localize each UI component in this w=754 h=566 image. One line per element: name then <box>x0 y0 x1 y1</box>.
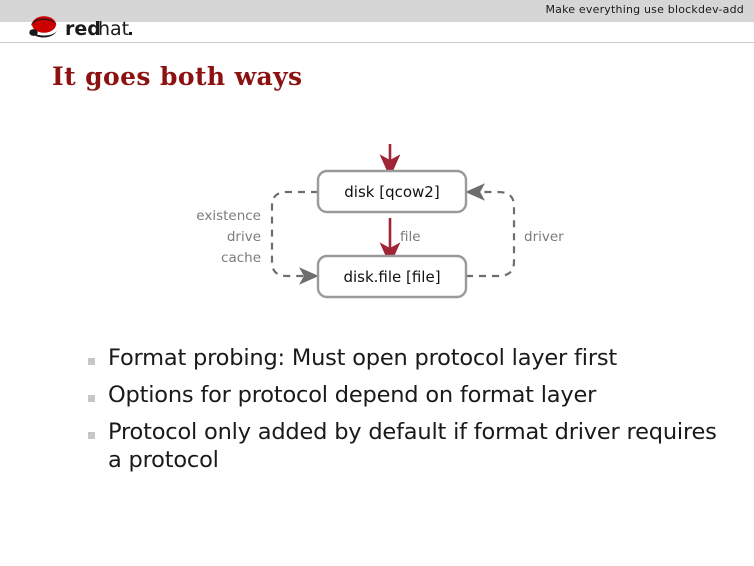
block-layer-diagram: disk [qcow2] disk.file [file] file exist… <box>0 130 754 330</box>
bullet-square-icon <box>88 358 95 365</box>
bullet-list: Format probing: Must open protocol layer… <box>88 344 728 483</box>
page-title: It goes both ways <box>52 62 303 91</box>
edge-label-file: file <box>400 229 421 245</box>
header-divider <box>0 42 754 43</box>
header-band <box>0 0 754 22</box>
list-item: Format probing: Must open protocol layer… <box>88 344 728 373</box>
edge-label-existence: existence <box>196 208 261 224</box>
edge-label-driver: driver <box>524 229 564 245</box>
logo-wordmark-light: hat <box>98 18 129 40</box>
list-item-text: Format probing: Must open protocol layer… <box>108 345 618 371</box>
node-diskfile-label: disk.file [file] <box>343 268 440 286</box>
header-title: Make everything use blockdev-add <box>545 3 744 16</box>
node-disk-label: disk [qcow2] <box>344 183 439 201</box>
bullet-square-icon <box>88 394 95 402</box>
edge-right-loop <box>465 183 516 278</box>
shadowman-icon <box>29 16 57 38</box>
list-item: Options for protocol depend on format la… <box>88 381 728 410</box>
list-item-text: Protocol only added by default if format… <box>108 418 717 474</box>
edge-label-drive: drive <box>227 229 261 245</box>
logo-period <box>129 32 132 35</box>
list-item-text: Options for protocol depend on format la… <box>108 381 597 408</box>
bullet-square-icon <box>88 431 95 439</box>
edge-label-cache: cache <box>221 250 261 266</box>
node-diskfile: disk.file [file] <box>316 254 468 299</box>
node-disk: disk [qcow2] <box>316 169 468 214</box>
logo-wordmark-bold: red <box>65 18 101 40</box>
list-item: Protocol only added by default if format… <box>88 418 728 476</box>
redhat-logo: red hat <box>22 13 172 41</box>
edge-left-loop <box>270 190 319 285</box>
